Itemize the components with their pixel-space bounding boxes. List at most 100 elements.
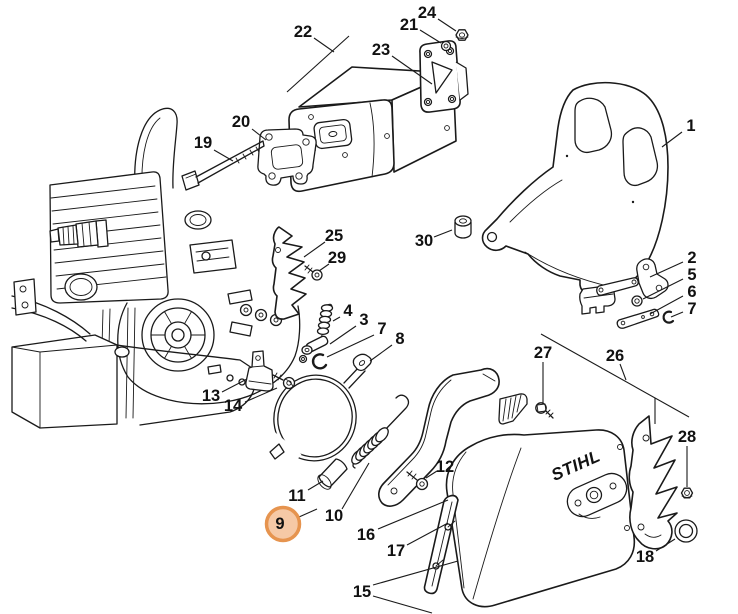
part-callout-7: 7: [670, 300, 697, 318]
part-number-label-2[interactable]: 2: [687, 249, 696, 267]
leader-line: [425, 470, 438, 479]
part-number-label-1[interactable]: 1: [686, 117, 695, 135]
part-number-label-15[interactable]: 15: [353, 583, 371, 601]
part-number-label-22[interactable]: 22: [294, 23, 312, 41]
leader-line: [661, 131, 683, 148]
screw-12-drawing: [406, 470, 429, 491]
part-callout-26: 26: [540, 333, 690, 424]
part-callout-29: 29: [318, 249, 346, 272]
leader-line: [372, 595, 433, 614]
leader-line: [298, 508, 318, 518]
side-plate-drawing: [423, 494, 459, 595]
part-callout-4: 4: [332, 302, 353, 322]
part-number-label-10[interactable]: 10: [325, 507, 343, 525]
part-number-label-8[interactable]: 8: [395, 330, 404, 348]
leader-line: [649, 295, 684, 315]
part-number-label-26[interactable]: 26: [606, 347, 624, 365]
part-number-label-20[interactable]: 20: [232, 113, 250, 131]
part-number-label-3[interactable]: 3: [359, 311, 368, 329]
part-number-label-28[interactable]: 28: [678, 428, 696, 446]
part-callout-24: 24: [418, 4, 457, 32]
bushing-drawing: [454, 215, 472, 239]
leader-line: [213, 149, 234, 162]
hand-guard-drawing: [481, 81, 669, 315]
part-number-label-7[interactable]: 7: [687, 300, 696, 318]
small-spring-drawing: [316, 303, 334, 340]
part-callout-5: 5: [642, 266, 697, 300]
part-number-label-21[interactable]: 21: [400, 16, 418, 34]
leader-line: [318, 263, 330, 272]
inner-spike-drawing: [271, 226, 307, 320]
part-callout-22: 22: [286, 23, 350, 93]
gasket-drawing: [257, 128, 317, 186]
nut-28-drawing: [680, 487, 694, 499]
leader-line: [329, 325, 357, 345]
leader-line: [433, 229, 453, 238]
part-number-label-14[interactable]: 14: [224, 397, 243, 415]
leader-line: [649, 261, 684, 278]
leader-line: [540, 333, 690, 418]
screw-14-drawing: [272, 372, 296, 390]
part-number-label-9[interactable]: 9: [275, 515, 284, 533]
part-callout-11: 11: [288, 480, 324, 505]
part-callout-3: 3: [329, 311, 369, 345]
leader-line: [419, 29, 442, 44]
part-callout-12: 12: [425, 458, 454, 479]
part-number-label-19[interactable]: 19: [194, 134, 212, 152]
part-callout-6: 6: [649, 283, 697, 315]
part-callout-15: 15: [353, 560, 459, 614]
e-clip-mid-drawing: [311, 353, 328, 370]
part-callout-21: 21: [400, 16, 442, 44]
pivot-pin-drawing: [298, 335, 329, 364]
part-number-label-4[interactable]: 4: [343, 302, 353, 320]
leader-line: [655, 538, 676, 552]
part-number-label-12[interactable]: 12: [436, 458, 454, 476]
part-number-label-13[interactable]: 13: [202, 387, 220, 405]
part-number-label-11[interactable]: 11: [288, 487, 305, 505]
engine-assembly-drawing: [11, 107, 301, 429]
leader-line: [642, 278, 684, 300]
part-callout-14: 14: [224, 387, 278, 415]
part-number-label-27[interactable]: 27: [534, 344, 552, 362]
part-callout-2: 2: [649, 249, 697, 278]
selected-part-highlight: [264, 505, 302, 543]
part-number-label-24[interactable]: 24: [418, 4, 437, 22]
part-number-label-6[interactable]: 6: [687, 283, 696, 301]
part-callout-18: 18: [636, 538, 676, 566]
part-number-label-7[interactable]: 7: [377, 320, 386, 338]
part-number-label-5[interactable]: 5: [687, 266, 696, 284]
brake-linkage-drawing: [596, 258, 669, 300]
part-callout-1: 1: [661, 117, 696, 148]
part-number-label-16[interactable]: 16: [357, 526, 375, 544]
leader-line: [619, 363, 627, 381]
screw-29-drawing: [304, 264, 323, 281]
leader-line: [221, 378, 248, 393]
part-number-label-17[interactable]: 17: [387, 542, 405, 560]
outer-spike-drawing: [628, 415, 678, 550]
leader-line: [313, 37, 335, 53]
part-callout-10: 10: [325, 462, 370, 525]
part-callout-17: 17: [387, 522, 449, 560]
leader-line: [391, 55, 433, 85]
mount-plate-drawing: [419, 40, 469, 113]
part-number-label-30[interactable]: 30: [415, 232, 433, 250]
sleeve-drawing: [317, 458, 348, 490]
part-number-label-18[interactable]: 18: [636, 548, 654, 566]
leader-line: [369, 344, 393, 362]
leader-line: [244, 387, 278, 403]
part-number-label-29[interactable]: 29: [328, 249, 346, 267]
part-number-label-23[interactable]: 23: [372, 41, 390, 59]
leader-line: [372, 560, 459, 586]
nut-24-drawing: [455, 29, 469, 41]
part-number-label-25[interactable]: 25: [325, 227, 343, 245]
leader-line: [286, 35, 350, 93]
leader-line: [670, 311, 684, 318]
screw-27-drawing: [535, 402, 554, 419]
chain-catcher-drawing: [498, 393, 528, 425]
part-callout-23: 23: [372, 41, 433, 85]
part-callout-25: 25: [303, 227, 343, 258]
part-callout-19: 19: [194, 134, 234, 162]
leader-line: [341, 462, 370, 510]
